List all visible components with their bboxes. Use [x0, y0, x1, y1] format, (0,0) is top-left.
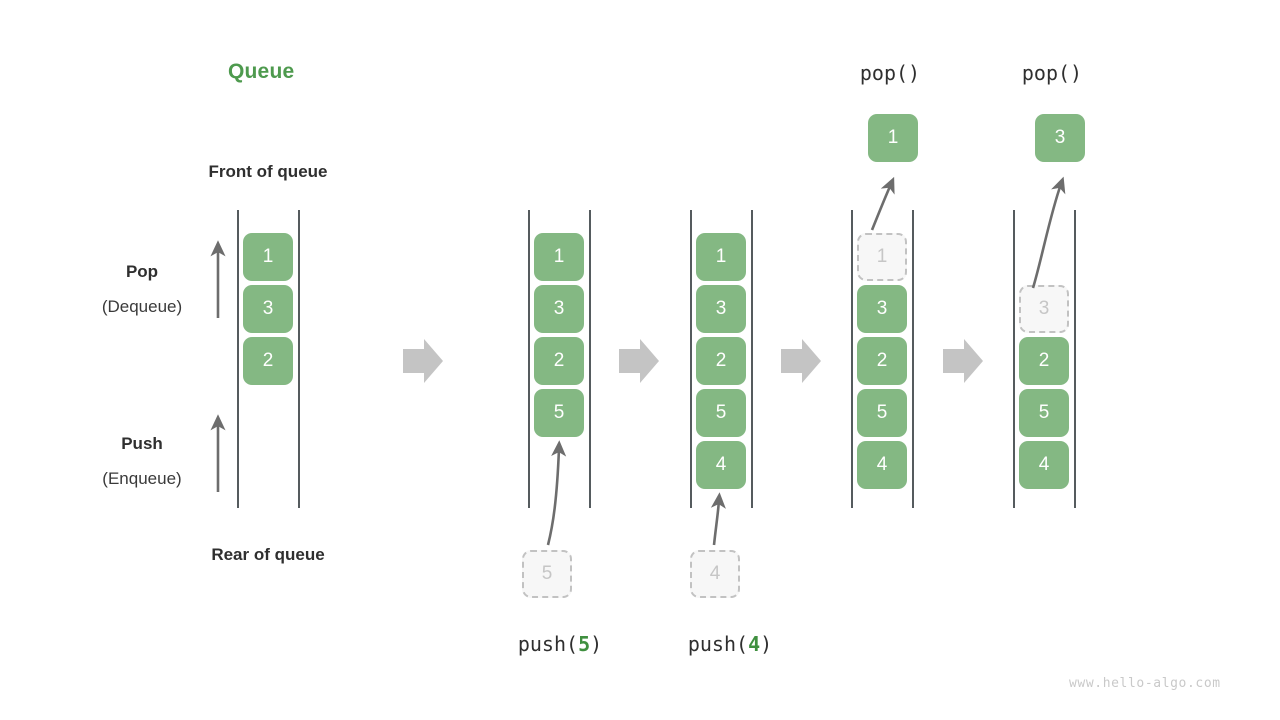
- stage5-cell-1: 2: [1019, 337, 1069, 385]
- stage2-caption-paren-open: (: [566, 632, 579, 656]
- stage4-cell-2: 2: [857, 337, 907, 385]
- stage4-cell-0-ghost: 1: [857, 233, 907, 281]
- stage2-incoming-element: 5: [522, 550, 572, 598]
- stage5-cell-0-ghost: 3: [1019, 285, 1069, 333]
- stage4-cell-3: 5: [857, 389, 907, 437]
- stage5-cell-3: 4: [1019, 441, 1069, 489]
- stage3-caption-paren-open: (: [736, 632, 749, 656]
- stage5-cell-2: 5: [1019, 389, 1069, 437]
- stage2-cell-3: 5: [534, 389, 584, 437]
- stage3-rail-left: [690, 210, 692, 508]
- front-of-queue-label: Front of queue: [208, 162, 328, 181]
- stage3-caption-arg: 4: [748, 632, 761, 656]
- stage3-cell-3: 5: [696, 389, 746, 437]
- stage3-caption-op: push: [687, 632, 737, 656]
- transition-arrow-4: [943, 339, 983, 383]
- stage3-cell-2: 2: [696, 337, 746, 385]
- stage3-rail-right: [751, 210, 753, 508]
- stage4-rail-left: [851, 210, 853, 508]
- stage2-caption: push(5): [460, 632, 660, 656]
- stage1-rail-right: [298, 210, 300, 508]
- stage3-caption: push(4): [630, 632, 830, 656]
- stage4-popped-element: 1: [868, 114, 918, 162]
- push-4-insert-arrow: [710, 492, 726, 546]
- rear-of-queue-label: Rear of queue: [211, 545, 325, 564]
- stage5-rail-right: [1074, 210, 1076, 508]
- watermark: www.hello-algo.com: [1069, 676, 1221, 691]
- push-label: Push: [121, 434, 163, 453]
- stage1-cell-0: 1: [243, 233, 293, 281]
- stage1-rail-left: [237, 210, 239, 508]
- stage2-cell-2: 2: [534, 337, 584, 385]
- pop-sublabel: (Dequeue): [101, 297, 183, 316]
- stage5-caption-top: pop(): [1021, 61, 1083, 85]
- stage2-cell-1: 3: [534, 285, 584, 333]
- pop-label: Pop: [125, 262, 159, 281]
- stage4-rail-right: [912, 210, 914, 508]
- stage5-popped-element: 3: [1035, 114, 1085, 162]
- pop-1-remove-arrow: [870, 176, 895, 231]
- stage3-cell-0: 1: [696, 233, 746, 281]
- transition-arrow-3: [781, 339, 821, 383]
- stage5-rail-left: [1013, 210, 1015, 508]
- stage1-cell-2: 2: [243, 337, 293, 385]
- push-5-insert-arrow: [546, 440, 567, 546]
- stage2-caption-arg: 5: [578, 632, 591, 656]
- stage4-cell-4: 4: [857, 441, 907, 489]
- stage4-cell-1: 3: [857, 285, 907, 333]
- transition-arrow-1: [403, 339, 443, 383]
- pop-3-remove-arrow: [1031, 176, 1066, 289]
- push-sublabel: (Enqueue): [102, 469, 182, 488]
- stage1-cell-1: 3: [243, 285, 293, 333]
- stage3-cell-1: 3: [696, 285, 746, 333]
- page-title: Queue: [228, 60, 295, 83]
- stage4-caption-top: pop(): [859, 61, 921, 85]
- stage3-cell-4: 4: [696, 441, 746, 489]
- transition-arrow-2: [619, 339, 659, 383]
- stage2-rail-left: [528, 210, 530, 508]
- stage3-incoming-element: 4: [690, 550, 740, 598]
- stage2-cell-0: 1: [534, 233, 584, 281]
- stage2-caption-paren-close: ): [590, 632, 603, 656]
- stage2-rail-right: [589, 210, 591, 508]
- stage2-caption-op: push: [517, 632, 567, 656]
- stage3-caption-paren-close: ): [760, 632, 773, 656]
